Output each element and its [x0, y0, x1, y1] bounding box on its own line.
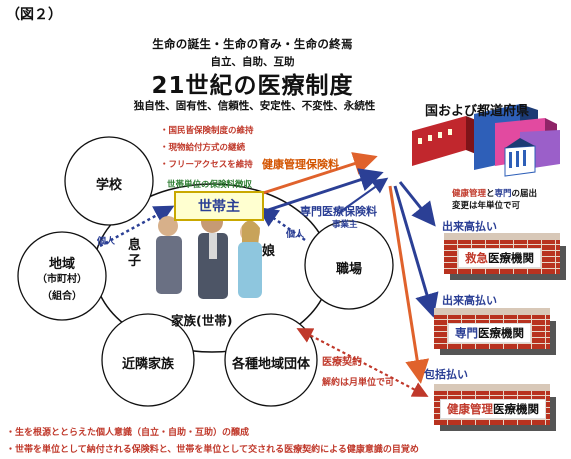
- fee-note-line2: 変更は年単位で可: [452, 201, 521, 211]
- footnote: ・世帯を単位として納付される保険料と、世帯を単位として交される医療契約による健康…: [6, 445, 419, 455]
- headline: 生命の誕生・生命の育み・生命の終焉: [152, 37, 353, 51]
- policy-item: ・フリーアクセスを維持: [160, 160, 253, 170]
- institution-plain: 医療機関: [488, 251, 534, 265]
- employer-arrow: [339, 177, 389, 213]
- region-sub-label: （市町村）: [37, 274, 87, 285]
- payment-label: 出来高払い: [442, 220, 497, 233]
- circle-groups: [224, 313, 318, 407]
- workplace-label: 職場: [335, 262, 362, 277]
- employer-label: 事業主: [332, 220, 358, 230]
- fee-note-suffix: の届出: [511, 189, 538, 199]
- fee-note: 健康管理と専門の届出 変更は年単位で可: [452, 188, 537, 212]
- institution-colored: 救急: [465, 251, 488, 265]
- subline: 自立、自助、互助: [210, 56, 295, 68]
- fee-note-health: 健康管理: [452, 189, 487, 199]
- neighbors-label: 近隣家族: [121, 357, 174, 372]
- circle-neighbors: [101, 313, 195, 407]
- brick-top: [434, 308, 550, 316]
- page-title: 21世紀の医療制度: [151, 73, 354, 99]
- institution-plain: 医療機関: [478, 326, 524, 340]
- footnote: ・生を根源ととらえた個人意識（自立・自助・互助）の醸成: [6, 428, 250, 438]
- institution-emergency: 救急医療機関: [458, 248, 541, 268]
- institution-colored: 専門: [455, 326, 478, 340]
- household-head-label: 世帯主: [198, 199, 240, 215]
- fee-note-specialist: 専門: [494, 189, 512, 199]
- institution-specialist: 専門医療機関: [448, 323, 531, 343]
- region-label: 地域: [48, 257, 75, 272]
- figure-label: （図２）: [6, 7, 62, 23]
- household-fee-label: 世帯単位の保険料徴収: [167, 180, 253, 190]
- brick-top: [434, 384, 550, 392]
- brick-top: [444, 233, 560, 241]
- region-sub-label: （組合）: [42, 291, 82, 302]
- school-label: 学校: [95, 178, 122, 193]
- pay-arrow-specialist: [393, 185, 439, 318]
- contract-label: 医療契約: [322, 357, 362, 368]
- cancel-note: 解約は月単位で可: [322, 378, 395, 388]
- pay-arrow-health: [388, 185, 430, 384]
- properties-line: 独自性、固有性、信頼性、安定性、不変性、永続性: [133, 100, 376, 112]
- son-label: 息子: [128, 238, 142, 269]
- payment-label: 包括払い: [424, 368, 468, 381]
- circle-region: [17, 231, 107, 321]
- policy-item: ・現物給付方式の継続: [160, 143, 246, 153]
- health-fee-label: 健康管理保険料: [262, 158, 339, 171]
- policy-item: ・国民皆保険制度の維持: [160, 126, 254, 136]
- fee-note-and: と: [486, 189, 495, 199]
- specialist-fee-label: 専門医療保険料: [300, 205, 377, 218]
- institution-plain: 医療機関: [493, 402, 539, 416]
- household-head-box: 世帯主: [174, 191, 264, 221]
- specialist-fee-arrow: [261, 168, 384, 214]
- individual-arrow-left: [99, 205, 175, 248]
- daughter-label: 娘: [262, 244, 276, 259]
- groups-label: 各種地域団体: [231, 357, 310, 372]
- government-buildings-illustration: [412, 104, 560, 177]
- institution-health: 健康管理医療機関: [440, 399, 546, 419]
- circle-school: [64, 136, 154, 226]
- individual-arrow-right: [257, 207, 306, 242]
- payment-label: 出来高払い: [442, 294, 497, 307]
- pay-arrow-emergency: [398, 181, 436, 227]
- individual-label-right: 個人: [286, 230, 305, 240]
- family-label: 家族(世帯): [171, 313, 233, 328]
- institution-colored: 健康管理: [447, 402, 493, 416]
- health-fee-arrow: [259, 152, 378, 196]
- family-illustration: [156, 211, 262, 299]
- individual-label-left: 個人: [97, 237, 116, 247]
- circle-workplace: [304, 220, 394, 310]
- prefecture-label: 国および都道府県: [425, 104, 530, 119]
